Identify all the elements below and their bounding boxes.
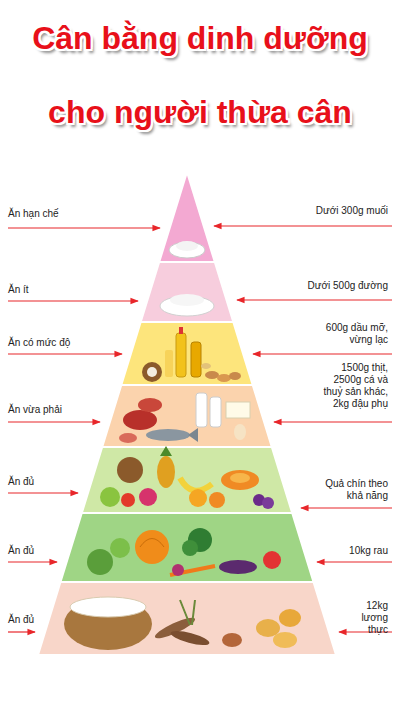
amount-label: 10kg rau (278, 545, 388, 557)
intake-level-label: Ăn vừa phải (8, 404, 62, 416)
band-vegetable (61, 513, 314, 582)
leader-arrow (8, 492, 78, 493)
intake-level-label: Ăn ít (8, 284, 29, 296)
intake-level-label: Ăn có mức độ (8, 337, 70, 349)
intake-level-label: Ăn đủ (8, 476, 34, 488)
pyramid-bands (38, 172, 336, 655)
leader-arrow (214, 225, 392, 226)
leader-arrow (8, 421, 100, 422)
leader-arrow (237, 299, 392, 300)
leader-arrow (8, 353, 122, 354)
amount-label: Quả chín theo khả năng (314, 478, 388, 502)
leader-arrow (317, 561, 392, 562)
intake-level-label: Ăn đủ (8, 614, 34, 626)
title: Cân bằng dinh dưỡng cho người thừa cân (5, 1, 395, 149)
amount-label: 600g dầu mỡ, vừng lạc (314, 322, 388, 346)
band-staple (38, 582, 336, 655)
band-oil (121, 322, 252, 385)
intake-level-label: Ăn hạn chế (8, 208, 59, 220)
leader-arrow (8, 561, 57, 562)
leader-arrow (301, 507, 392, 508)
amount-label: 1500g thịt, 2500g cá và thuỷ sản khác, 2… (314, 362, 388, 410)
food-illustrations (64, 241, 301, 650)
amount-label: 12kg lương thực (340, 600, 388, 636)
band-salt (159, 172, 215, 262)
leader-arrow (8, 631, 35, 632)
intake-level-label: Ăn đủ (8, 545, 34, 557)
leader-arrows (8, 226, 392, 632)
band-sugar (141, 262, 234, 322)
amount-label: Dưới 500g đường (278, 280, 388, 292)
leader-arrow (8, 300, 138, 301)
leader-arrow (274, 421, 392, 422)
leader-arrow (8, 227, 160, 228)
amount-label: Dưới 300g muối (278, 205, 388, 217)
leader-arrow (253, 353, 392, 354)
band-protein (102, 385, 272, 447)
band-fruit (82, 447, 292, 513)
